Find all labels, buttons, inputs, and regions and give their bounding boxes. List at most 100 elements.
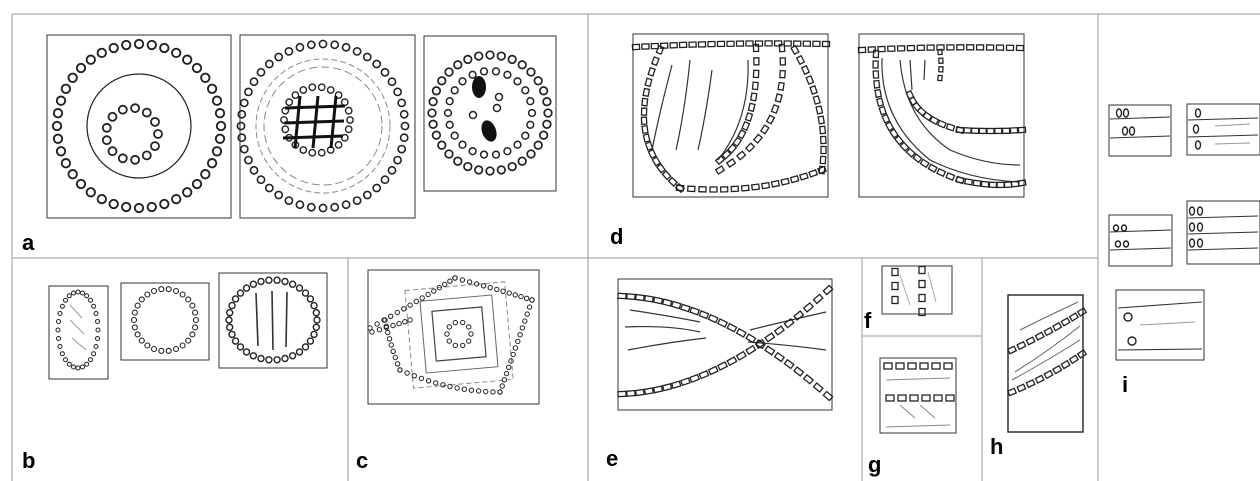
dot [306, 295, 315, 303]
square-dot [912, 153, 923, 164]
square-dot [1076, 307, 1088, 317]
dot [431, 288, 437, 294]
dot [306, 202, 316, 212]
square-dot [921, 394, 931, 402]
square-dot [985, 44, 995, 51]
dot [239, 98, 249, 108]
dot [159, 42, 170, 54]
square-dot [996, 181, 1005, 189]
dot [468, 331, 474, 337]
dot [526, 97, 535, 106]
dot [517, 60, 527, 70]
dot [317, 148, 326, 157]
dot [491, 67, 501, 76]
dot [463, 54, 473, 65]
square-dot [805, 74, 815, 86]
square-dot [1015, 44, 1025, 52]
square-dot [897, 394, 907, 402]
dot [133, 38, 145, 50]
square-dot [994, 127, 1003, 135]
dot [295, 200, 305, 210]
square-dot [966, 44, 975, 51]
dot [75, 365, 81, 371]
dot [71, 364, 76, 370]
dot [513, 77, 522, 86]
dot [134, 331, 141, 338]
dot [436, 285, 442, 291]
square-dot [929, 115, 940, 126]
dot [450, 131, 459, 140]
square-dot [765, 114, 776, 125]
square-dot [643, 387, 655, 395]
square-dot [750, 92, 758, 102]
square-dot [764, 345, 776, 356]
square-dot [867, 46, 877, 53]
dot [310, 301, 318, 310]
square-dot [922, 111, 933, 122]
square-dot [709, 186, 718, 193]
dot [452, 319, 458, 326]
square-dot [893, 135, 905, 146]
square-dot [1006, 387, 1018, 397]
square-dot [808, 169, 819, 178]
dot [425, 378, 432, 384]
square-dot [714, 154, 726, 166]
dot [85, 54, 96, 65]
square-dot [916, 44, 926, 52]
dot [340, 133, 349, 142]
dot [385, 329, 391, 336]
square-dot [945, 123, 956, 132]
panel-label-a: a [22, 230, 35, 255]
dot [533, 140, 543, 150]
dot [496, 51, 506, 61]
dot [346, 116, 354, 124]
dot [150, 287, 158, 295]
dot [141, 107, 152, 118]
dot [526, 149, 536, 159]
square-dot [919, 362, 929, 370]
square-dot [889, 128, 899, 139]
dot [256, 67, 266, 77]
square-dot [726, 40, 735, 48]
dot [291, 91, 300, 100]
square-dot [936, 119, 947, 129]
dot [295, 284, 304, 292]
square-dot [669, 41, 678, 49]
square-dot [793, 310, 805, 321]
square-dot [802, 40, 811, 47]
dot [107, 111, 118, 122]
dot [299, 146, 308, 154]
square-dot [896, 45, 906, 52]
panel-label-f: f [864, 308, 872, 333]
dot [490, 389, 496, 395]
dot [172, 345, 180, 353]
square-dot [774, 93, 783, 103]
square-dot [716, 318, 729, 328]
dot [427, 108, 437, 118]
square-dot [1068, 312, 1080, 322]
dot [497, 389, 503, 395]
square-dot [735, 40, 745, 47]
dot [80, 364, 85, 370]
square-dot [740, 184, 750, 192]
square-dot [644, 141, 654, 152]
dot [458, 140, 467, 149]
square-dot [760, 181, 771, 190]
square-dot [1025, 378, 1036, 389]
square-dot [933, 394, 943, 402]
dot [372, 183, 382, 193]
dot-ring [101, 103, 163, 165]
dot [144, 342, 151, 349]
dot [225, 316, 233, 324]
dot [281, 125, 290, 134]
square-dot [881, 113, 891, 124]
dot [179, 291, 186, 298]
dot [411, 373, 417, 379]
dot [404, 370, 410, 376]
dot [108, 198, 119, 210]
dot [308, 83, 317, 92]
dot [503, 70, 512, 79]
dot [392, 354, 398, 361]
square-dot [1052, 321, 1063, 332]
dot [280, 116, 288, 124]
